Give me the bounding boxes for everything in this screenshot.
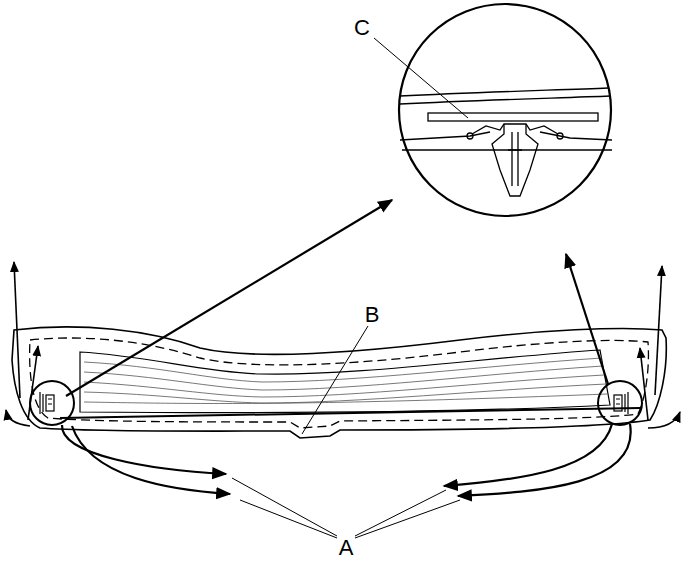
- callout-letter: A: [339, 537, 354, 559]
- callout-letter: B: [365, 304, 380, 326]
- callout-letter: C: [354, 17, 370, 39]
